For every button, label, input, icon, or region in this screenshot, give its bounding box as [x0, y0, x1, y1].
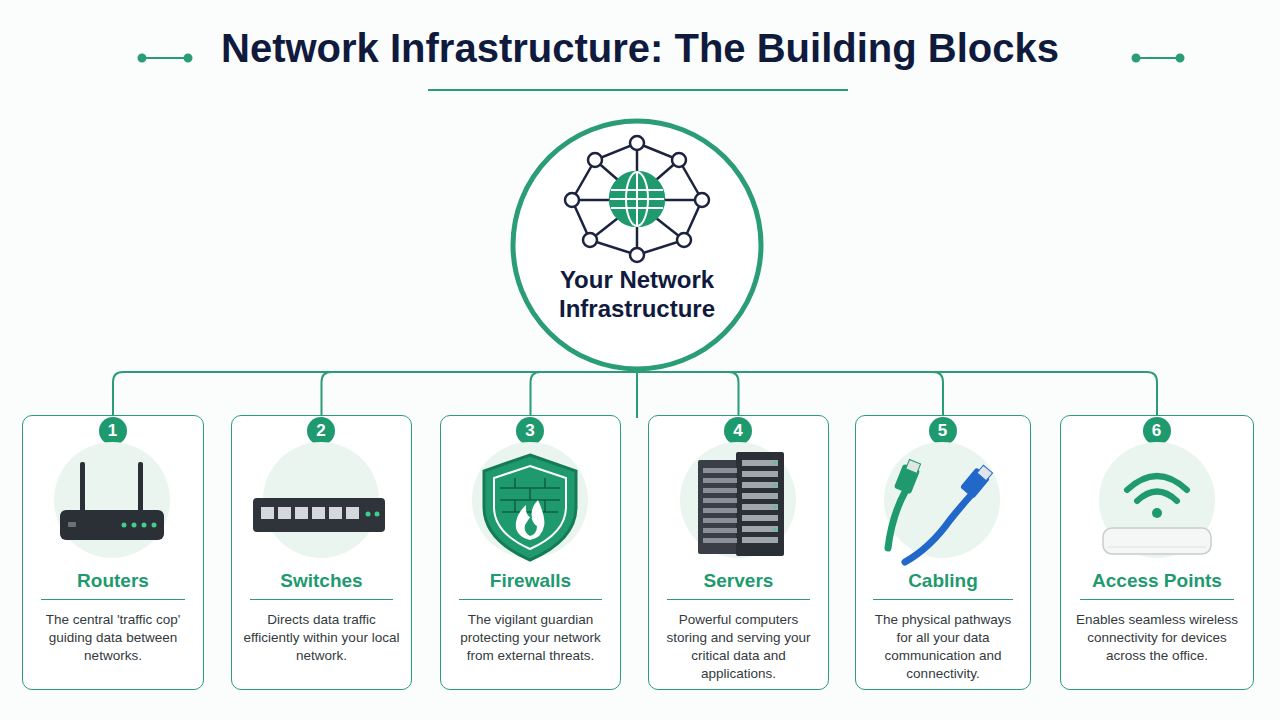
circle-outline: [509, 117, 765, 373]
callout-number: 6: [1142, 416, 1172, 446]
card-description: The physical pathways for all your data …: [866, 611, 1020, 683]
card-heading: Servers: [667, 570, 810, 600]
component-card: ServersPowerful computers storing and se…: [648, 415, 829, 690]
component-card: Access PointsEnables seamless wireless c…: [1060, 415, 1254, 690]
callout-number: 2: [306, 416, 336, 446]
circle-shape: [307, 417, 335, 445]
tree-connector: [637, 372, 739, 416]
circle-shape: [513, 121, 761, 369]
circle-shape: [724, 417, 752, 445]
circle-shape: [99, 417, 127, 445]
tree-connector: [637, 372, 1157, 416]
component-card: FirewallsThe vigilant guardian protectin…: [440, 415, 621, 690]
number-text: 1: [98, 416, 128, 446]
circle-shape: [1143, 417, 1171, 445]
tree-connector: [322, 372, 638, 416]
callout-number: 3: [515, 416, 545, 446]
card-heading: Access Points: [1080, 570, 1234, 600]
number-text: 5: [928, 416, 958, 446]
hub-label: Your Network Infrastructure: [527, 265, 747, 323]
circle-shape: [929, 417, 957, 445]
diagram-title: Network Infrastructure: The Building Blo…: [0, 26, 1280, 71]
card-description: Enables seamless wireless connectivity f…: [1071, 611, 1243, 665]
card-description: The central 'traffic cop' guiding data b…: [33, 611, 193, 665]
hub-circle: Your Network Infrastructure: [509, 117, 765, 373]
component-card: RoutersThe central 'traffic cop' guiding…: [22, 415, 204, 690]
callout-number: 4: [723, 416, 753, 446]
callout-number: 1: [98, 416, 128, 446]
card-heading: Routers: [41, 570, 185, 600]
component-card: SwitchesDirects data traffic efficiently…: [231, 415, 412, 690]
number-text: 2: [306, 416, 336, 446]
number-text: 4: [723, 416, 753, 446]
number-text: 6: [1142, 416, 1172, 446]
stub-line: [636, 372, 638, 418]
card-heading: Switches: [250, 570, 393, 600]
icon-backdrop: [54, 442, 1215, 558]
tree-connector: [531, 372, 638, 416]
tree-connector: [637, 372, 943, 416]
card-heading: Firewalls: [459, 570, 602, 600]
card-description: Powerful computers storing and serving y…: [659, 611, 818, 683]
number-text: 3: [515, 416, 545, 446]
component-card: CablingThe physical pathways for all you…: [855, 415, 1031, 690]
callout-number: 5: [928, 416, 958, 446]
tree-connector: [113, 372, 637, 416]
card-heading: Cabling: [873, 570, 1012, 600]
card-description: The vigilant guardian protecting your ne…: [451, 611, 610, 665]
circle-shape: [516, 417, 544, 445]
card-description: Directs data traffic efficiently within …: [242, 611, 401, 665]
